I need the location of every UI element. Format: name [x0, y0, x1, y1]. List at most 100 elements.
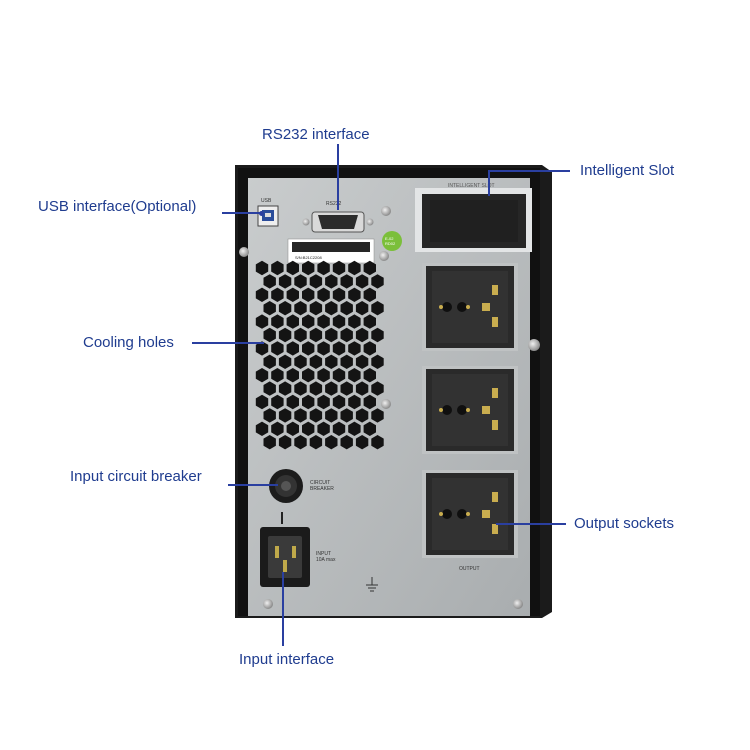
cooling-hole — [255, 314, 269, 329]
cooling-hole — [309, 301, 323, 316]
cooling-hole — [355, 274, 369, 289]
cooling-hole — [278, 408, 292, 423]
cooling-hole — [302, 341, 315, 356]
cooling-hole — [294, 435, 307, 450]
cooling-hole — [271, 368, 284, 383]
cooling-hole — [363, 314, 376, 329]
cooling-hole — [363, 287, 376, 302]
intelligent-slot[interactable] — [415, 188, 532, 252]
cooling-hole — [340, 327, 353, 343]
usb-pointer-dot — [259, 211, 264, 216]
cooling-hole — [294, 301, 307, 316]
output-socket[interactable] — [422, 470, 518, 558]
cooling-hole — [255, 341, 269, 356]
cooling-hole — [278, 274, 292, 289]
cooling-hole — [302, 394, 315, 410]
cooling-hole — [255, 287, 269, 302]
cooling-hole — [263, 327, 276, 343]
cooling-hole — [317, 260, 330, 276]
cooling-hole — [263, 354, 276, 369]
ground-symbol-icon — [366, 577, 378, 592]
cooling-hole — [263, 435, 276, 450]
cooling-hole — [340, 301, 353, 316]
input-label-line-2: 10A max — [316, 557, 336, 563]
cooling-grille — [255, 260, 384, 450]
cooling-hole — [348, 260, 361, 276]
cooling-hole — [271, 260, 284, 276]
cooling-hole — [302, 421, 315, 436]
cooling-hole — [332, 287, 346, 302]
cooling-hole — [340, 354, 353, 369]
breaker-pointer — [228, 484, 278, 486]
db9-port-icon[interactable] — [302, 211, 374, 233]
input-label-line-1: INPUT — [316, 551, 331, 557]
cooling-hole — [294, 381, 307, 396]
cooling-hole — [271, 421, 284, 436]
cooling-hole — [309, 408, 323, 423]
badge-line-1: E-02 — [385, 236, 394, 241]
intelligent-slot-panel-label: INTELLIGENT SLOT — [448, 183, 495, 189]
output-panel-label: OUTPUT — [459, 566, 480, 572]
usb-callout: USB interface(Optional) — [38, 198, 197, 215]
cooling-hole — [317, 314, 330, 329]
cooling-hole — [271, 341, 284, 356]
cooling-hole — [317, 287, 330, 302]
output-socket[interactable] — [422, 366, 518, 454]
cooling-hole — [325, 381, 338, 396]
usb-panel-label: USB — [261, 198, 272, 204]
cooling-hole — [348, 341, 361, 356]
cooling-hole — [294, 327, 307, 343]
cooling-hole — [294, 408, 307, 423]
cooling-hole — [332, 421, 346, 436]
badge-line-2: RD02 — [385, 241, 396, 246]
input-callout: Input interface — [239, 651, 335, 668]
cooling-hole — [332, 394, 346, 410]
rs232-callout: RS232 interface — [262, 126, 370, 143]
cooling-hole — [363, 341, 376, 356]
cooling-hole — [286, 368, 299, 383]
cooling-hole — [302, 314, 315, 329]
cooling-hole — [371, 327, 384, 343]
cooling-hole — [255, 260, 269, 276]
cooling-hole — [340, 408, 353, 423]
cooling-hole — [371, 435, 384, 450]
output-socket[interactable] — [422, 263, 518, 351]
cooling-hole — [355, 408, 369, 423]
cooling-hole — [355, 354, 369, 369]
cooling-hole — [263, 301, 276, 316]
cooling-hole — [355, 327, 369, 343]
input-inlet[interactable] — [260, 527, 310, 587]
cooling-hole — [294, 274, 307, 289]
cooling-hole — [263, 381, 276, 396]
cooling-hole — [363, 368, 376, 383]
cooling-hole — [309, 274, 323, 289]
cooling-hole — [371, 274, 384, 289]
cooling-hole — [317, 421, 330, 436]
cooling-hole — [278, 381, 292, 396]
serial-sticker — [287, 238, 375, 264]
output-pointer — [496, 523, 566, 525]
intelligent-slot-pointer — [488, 170, 570, 172]
cooling-hole — [348, 287, 361, 302]
cooling-hole — [348, 394, 361, 410]
screw-icon — [239, 206, 540, 609]
cooling-hole — [355, 301, 369, 316]
usb-port-icon[interactable] — [257, 205, 279, 227]
circuit-breaker[interactable] — [269, 469, 303, 503]
cooling-hole — [294, 354, 307, 369]
rs232-pointer — [337, 144, 339, 210]
cooling-hole — [325, 301, 338, 316]
input-pointer — [282, 572, 284, 646]
cooling-hole — [255, 394, 269, 410]
cooling-hole — [286, 394, 299, 410]
cooling-hole — [325, 327, 338, 343]
cooling-hole — [309, 354, 323, 369]
cooling-hole — [325, 435, 338, 450]
cooling-hole — [278, 435, 292, 450]
cooling-hole — [286, 341, 299, 356]
cooling-hole — [340, 274, 353, 289]
output-sockets[interactable] — [422, 263, 518, 558]
usb-pointer — [222, 212, 262, 214]
cooling-hole — [255, 421, 269, 436]
